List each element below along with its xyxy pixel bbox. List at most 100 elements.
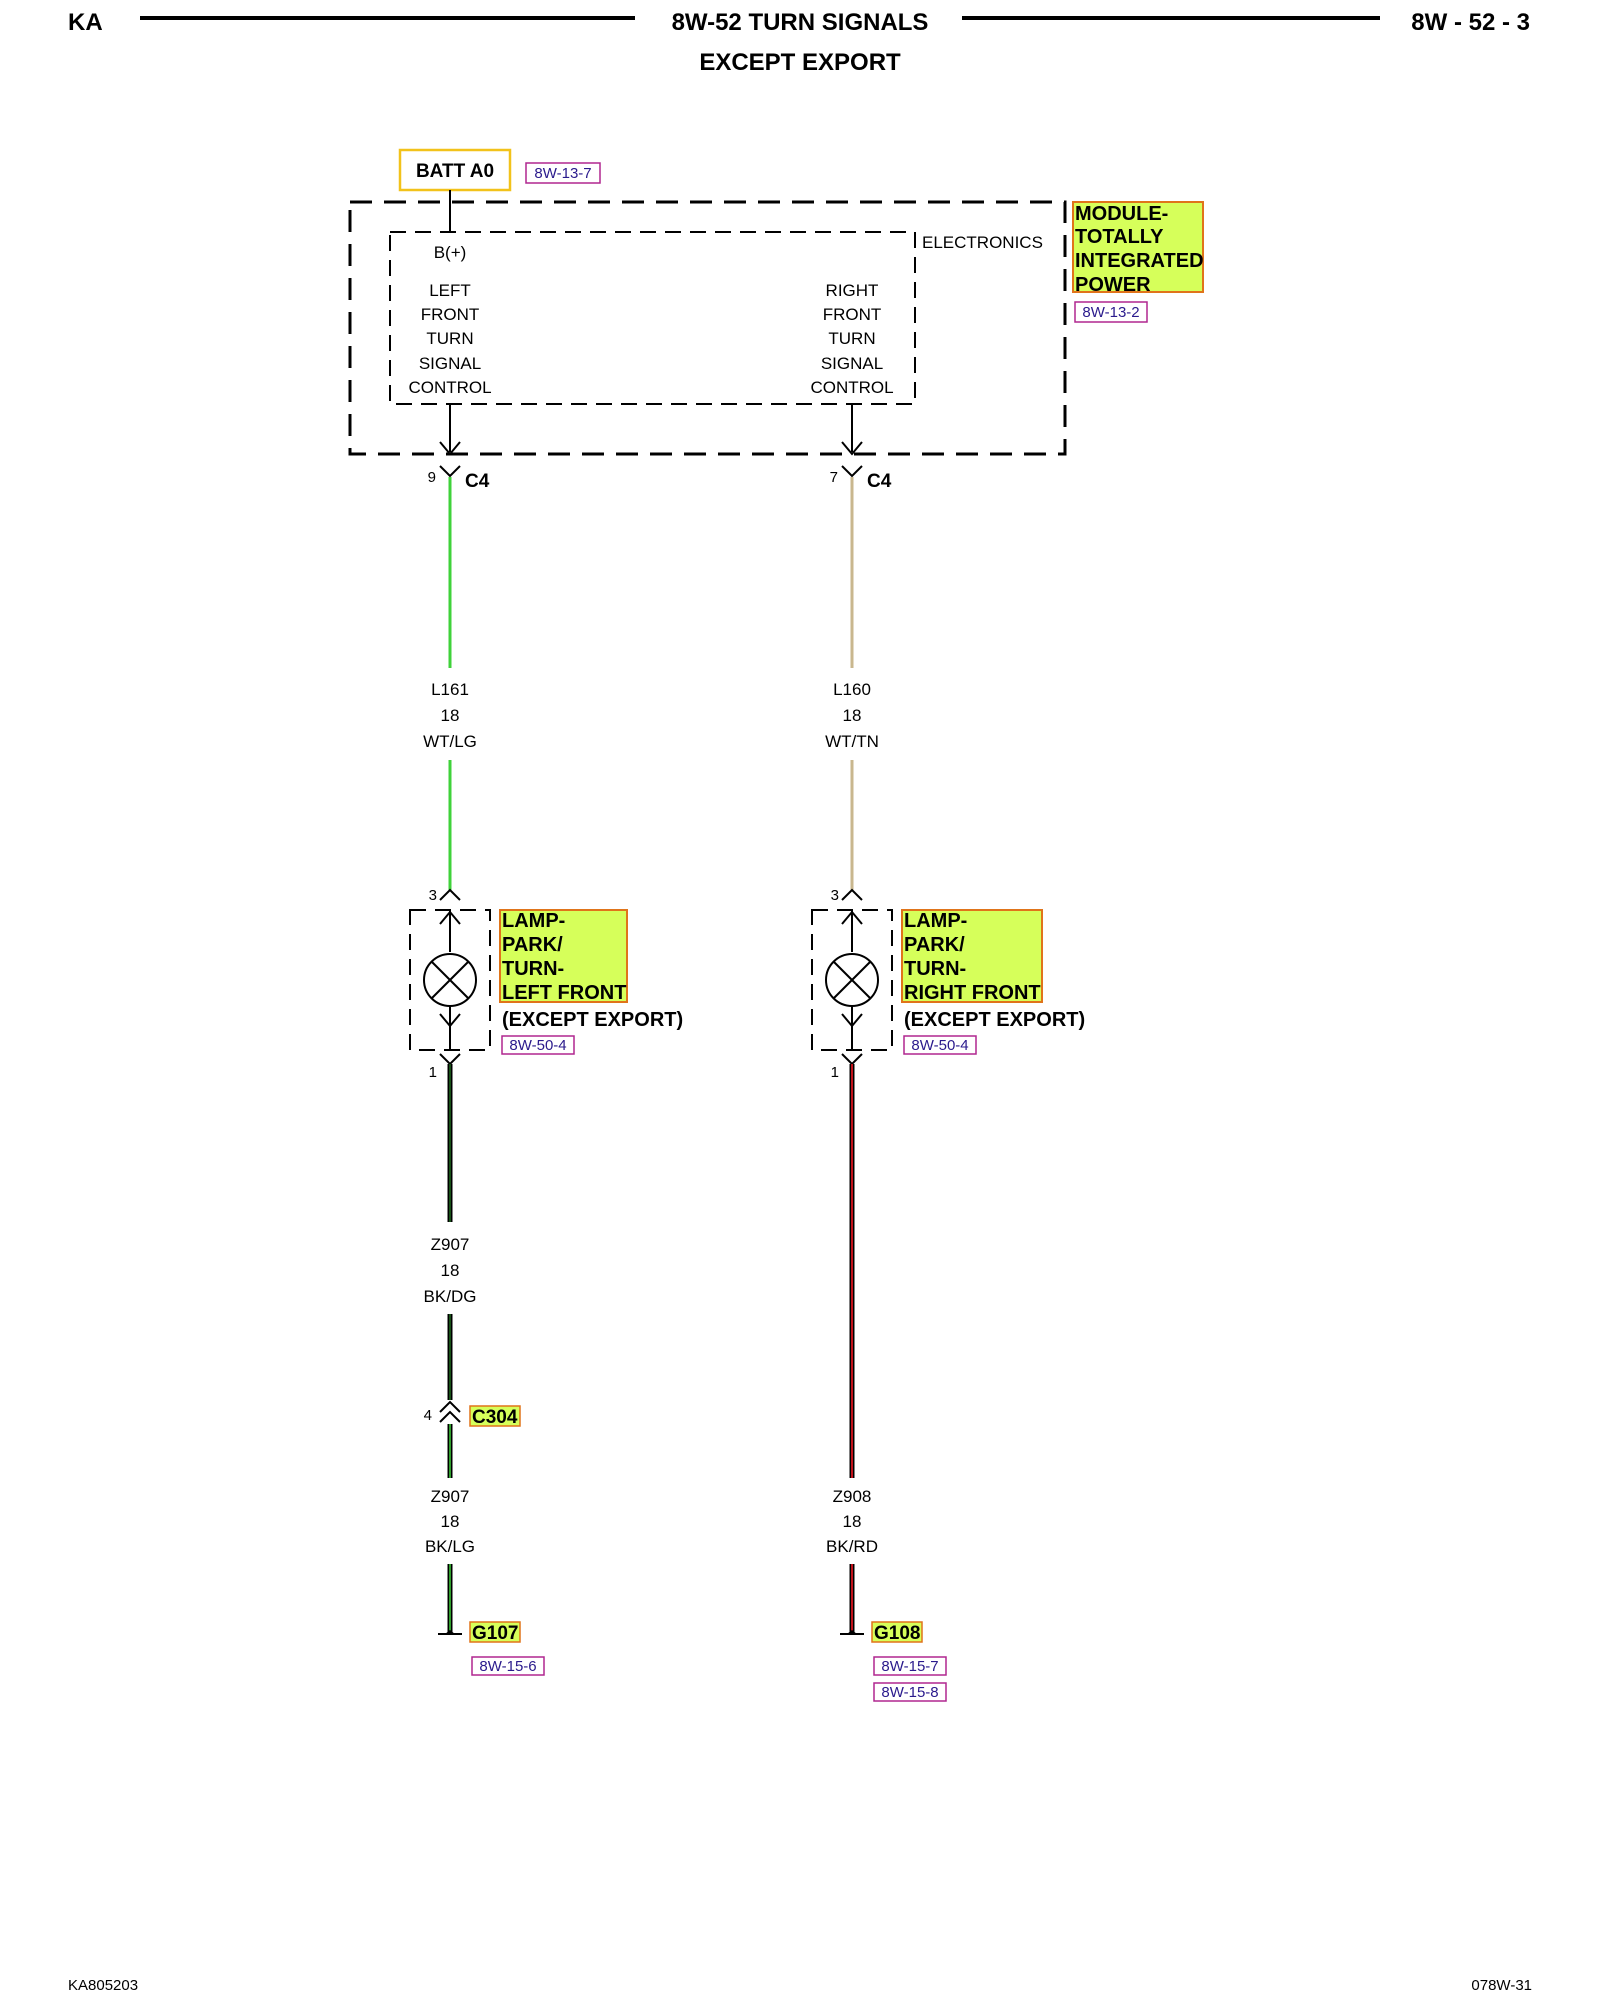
g108-ground-icon-tip	[847, 1630, 857, 1634]
g108-highlight	[871, 1621, 923, 1643]
right-output-arrow	[841, 441, 863, 456]
left-wire2-color: BK/DG	[424, 1287, 477, 1306]
left-lamp-arrow-top	[439, 910, 461, 925]
left-lamp-pin-bottom: 1	[429, 1064, 437, 1081]
left-wire1-circuit: L161	[431, 680, 469, 699]
page-subtitle: EXCEPT EXPORT	[699, 49, 901, 76]
left-wire1-gauge: 18	[441, 706, 460, 725]
module-name-highlight	[1072, 201, 1204, 293]
electronics-outline	[389, 231, 916, 405]
c304-highlight	[469, 1405, 521, 1427]
left-lamp-arrow-bottom	[439, 1013, 461, 1028]
right-lamp-ref-link[interactable]: 8W-50-4	[911, 1037, 968, 1054]
c304-pin: 4	[424, 1407, 432, 1424]
right-lamp-arrow-top	[841, 910, 863, 925]
right-wire1-color: WT/TN	[825, 732, 879, 751]
left-lamp-name-highlight	[499, 909, 628, 1003]
header-left: KA	[68, 9, 103, 36]
g107-ref-box[interactable]	[471, 1656, 545, 1676]
svg-text:FRONT: FRONT	[421, 305, 480, 324]
left-output-arrow	[439, 441, 461, 456]
footer-right: 078W-31	[1471, 1977, 1532, 1994]
c304-connector-symbol-2	[439, 1410, 461, 1423]
tipm-module: ELECTRONICS B(+) LEFT FRONT TURN SIGNAL …	[348, 200, 1204, 456]
left-lamp-pin3-symbol	[439, 888, 461, 901]
right-lamp-pin1-symbol	[841, 1053, 863, 1066]
right-lamp-arrow-bottom	[841, 1013, 863, 1028]
left-c4-connector-symbol	[439, 465, 461, 478]
left-lamp-note: (EXCEPT EXPORT)	[502, 1009, 683, 1031]
g107-ground-icon-tip	[445, 1630, 455, 1634]
module-ref-box[interactable]	[1074, 301, 1148, 323]
right-c4-label: C4	[867, 471, 892, 492]
svg-text:RIGHT: RIGHT	[826, 281, 879, 300]
right-circuit: 7 C4 L160 18 WT/TN 3 LAMP- PARK/ TURN- R…	[811, 465, 1085, 1702]
left-control-label: LEFT FRONT TURN SIGNAL CONTROL	[408, 281, 491, 397]
right-c4-pin: 7	[830, 469, 838, 486]
batt-ref-link[interactable]: 8W-13-7	[534, 165, 591, 182]
left-lamp-pin-top: 3	[429, 887, 437, 904]
module-name-line-4: POWER	[1075, 274, 1151, 296]
left-lamp-bulb-cross-b	[431, 961, 469, 999]
batt-label: BATT A0	[416, 161, 494, 182]
svg-text:FRONT: FRONT	[823, 305, 882, 324]
left-lamp-ref-link[interactable]: 8W-50-4	[509, 1037, 566, 1054]
svg-text:SIGNAL: SIGNAL	[419, 354, 481, 373]
left-lamp-name-line-3: TURN-	[502, 958, 564, 980]
right-lamp-name-line-3: TURN-	[904, 958, 966, 980]
left-wire1-color: WT/LG	[423, 732, 477, 751]
module-name-line-1: MODULE-	[1075, 203, 1168, 225]
left-lamp-name-line-4: LEFT FRONT	[502, 982, 626, 1004]
right-lamp-name-line-4: RIGHT FRONT	[904, 982, 1041, 1004]
c304-label: C304	[472, 1407, 518, 1428]
left-lamp-ref-box[interactable]	[501, 1035, 575, 1055]
page-header: KA 8W-52 TURN SIGNALS EXCEPT EXPORT 8W -…	[68, 9, 1530, 76]
right-lamp-name-line-2: PARK/	[904, 934, 965, 956]
batt-ref-box[interactable]	[525, 162, 601, 184]
left-c4-label: C4	[465, 471, 490, 492]
right-wire2-circuit: Z908	[833, 1487, 872, 1506]
module-ref-link[interactable]: 8W-13-2	[1082, 304, 1139, 321]
right-lamp-pin3-symbol	[841, 888, 863, 901]
right-c4-connector-symbol	[841, 465, 863, 478]
svg-text:SIGNAL: SIGNAL	[821, 354, 883, 373]
right-lamp-bulb-cross-b	[833, 961, 871, 999]
left-wire3-color: BK/LG	[425, 1537, 475, 1556]
module-name-line-2: TOTALLY	[1075, 226, 1164, 248]
left-lamp-name-line-1: LAMP-	[502, 910, 565, 932]
page-number: 8W - 52 - 3	[1411, 9, 1530, 36]
g108-ref-box-2[interactable]	[873, 1682, 947, 1702]
module-name-line-3: INTEGRATED	[1075, 250, 1204, 272]
bplus-label: B(+)	[434, 243, 467, 262]
left-lamp-name-line-2: PARK/	[502, 934, 563, 956]
g108-ref-link-2[interactable]: 8W-15-8	[881, 1684, 938, 1701]
right-lamp-ref-box[interactable]	[903, 1035, 977, 1055]
left-c4-pin: 9	[428, 469, 436, 486]
svg-text:TURN: TURN	[426, 329, 473, 348]
c304-connector-symbol	[439, 1400, 461, 1413]
g107-ref-link[interactable]: 8W-15-6	[479, 1658, 536, 1675]
svg-text:LEFT: LEFT	[429, 281, 471, 300]
svg-text:CONTROL: CONTROL	[408, 378, 491, 397]
right-wire1-gauge: 18	[843, 706, 862, 725]
batt-box	[398, 148, 512, 192]
right-wire1-circuit: L160	[833, 680, 871, 699]
left-wire3-circuit: Z907	[431, 1487, 470, 1506]
g107-label: G107	[472, 1623, 518, 1644]
electronics-label: ELECTRONICS	[922, 233, 1043, 252]
right-wire2-gauge: 18	[843, 1512, 862, 1531]
right-lamp-pin-top: 3	[831, 887, 839, 904]
g108-ref-box-1[interactable]	[873, 1656, 947, 1676]
right-wire2-color: BK/RD	[826, 1537, 878, 1556]
right-control-label: RIGHT FRONT TURN SIGNAL CONTROL	[810, 281, 893, 397]
left-lamp-pin1-symbol	[439, 1053, 461, 1066]
right-lamp-pin-bottom: 1	[831, 1064, 839, 1081]
footer-left: KA805203	[68, 1977, 138, 1994]
g108-label: G108	[874, 1623, 920, 1644]
svg-text:CONTROL: CONTROL	[810, 378, 893, 397]
left-wire3-gauge: 18	[441, 1512, 460, 1531]
svg-text:TURN: TURN	[828, 329, 875, 348]
g108-ref-link-1[interactable]: 8W-15-7	[881, 1658, 938, 1675]
module-outline	[348, 200, 1067, 456]
